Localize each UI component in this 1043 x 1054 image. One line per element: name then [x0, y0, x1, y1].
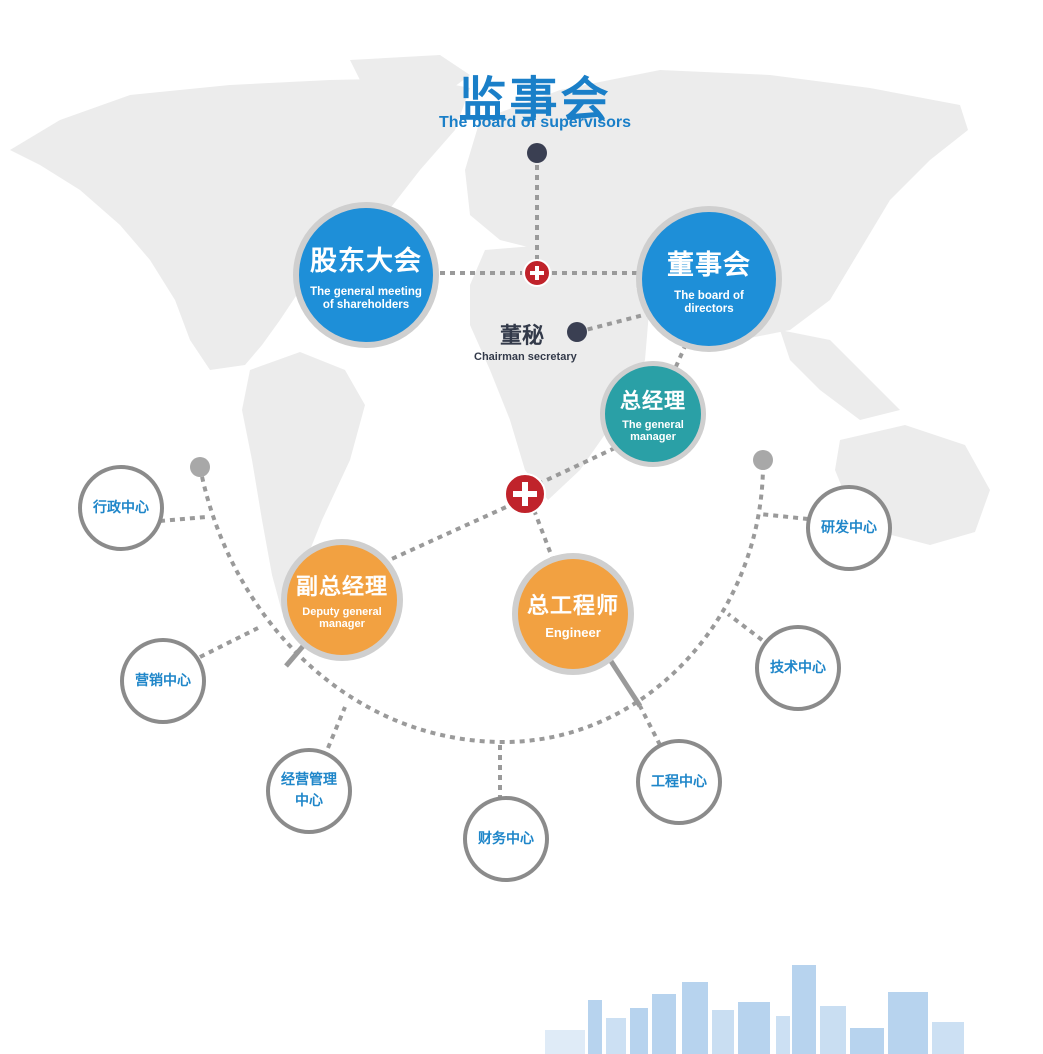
map-greenland	[350, 55, 470, 105]
plus-icon	[523, 259, 551, 287]
map-southeast-asia	[780, 330, 900, 420]
shareholders-sublabel: The general meeting of shareholders	[310, 286, 422, 311]
deputy-manager-node: 副总经理 Deputy general manager	[281, 539, 403, 661]
shareholders-label: 股东大会	[310, 246, 422, 278]
shareholders-node: 股东大会 The general meeting of shareholders	[293, 202, 439, 348]
link-arc-admin	[159, 515, 207, 523]
center-marketing: 营销中心	[120, 638, 206, 724]
supervisors-subtitle: The board of supervisors	[438, 114, 632, 131]
link-arc-technology	[726, 612, 764, 642]
link-hub-engineer	[532, 509, 554, 558]
secretary-dot	[567, 322, 587, 342]
link-hub-deputy	[384, 501, 516, 564]
engineer-label: 总工程师	[526, 594, 619, 620]
map-north-america	[10, 78, 470, 370]
link-secretary-directors	[577, 310, 656, 334]
link-manager-hub	[535, 446, 616, 487]
center-engineering: 工程中心	[636, 739, 722, 825]
supervisors-dot	[527, 143, 547, 163]
link-arc-rnd	[759, 512, 809, 521]
deputy-manager-label: 副总经理	[295, 575, 388, 601]
center-operations: 经营管理中心	[266, 748, 352, 834]
directors-sublabel: The board of directors	[674, 290, 744, 315]
link-arc-marketing	[199, 626, 259, 659]
general-manager-node: 总经理 The general manager	[600, 361, 706, 467]
link-arc-operations	[326, 706, 347, 749]
arc-right-dot	[753, 450, 773, 470]
arc-departments	[198, 459, 766, 745]
engineer-node: 总工程师 Engineer	[512, 553, 634, 675]
center-technology: 技术中心	[755, 625, 841, 711]
stub-engineer	[604, 653, 643, 708]
secretary-label: 董秘	[500, 324, 545, 349]
directors-node: 董事会 The board of directors	[636, 206, 782, 352]
map-south-america	[242, 352, 365, 612]
deputy-manager-sublabel: Deputy general manager	[302, 606, 382, 630]
city-skyline-decoration	[545, 965, 964, 1054]
general-manager-label: 总经理	[620, 388, 686, 413]
secretary-sublabel: Chairman secretary	[474, 351, 577, 363]
world-map-background	[10, 55, 990, 612]
directors-label: 董事会	[667, 250, 751, 282]
plus-icon	[504, 473, 546, 515]
center-admin: 行政中心	[78, 465, 164, 551]
supervisors-title: 监事会	[458, 72, 612, 128]
map-europe-asia	[465, 70, 968, 340]
general-manager-sublabel: The general manager	[622, 418, 684, 443]
center-rnd: 研发中心	[806, 485, 892, 571]
engineer-sublabel: Engineer	[545, 625, 601, 641]
map-africa	[470, 245, 650, 500]
center-finance: 财务中心	[463, 796, 549, 882]
link-arc-engineering	[638, 705, 662, 746]
arc-left-dot	[190, 457, 210, 477]
